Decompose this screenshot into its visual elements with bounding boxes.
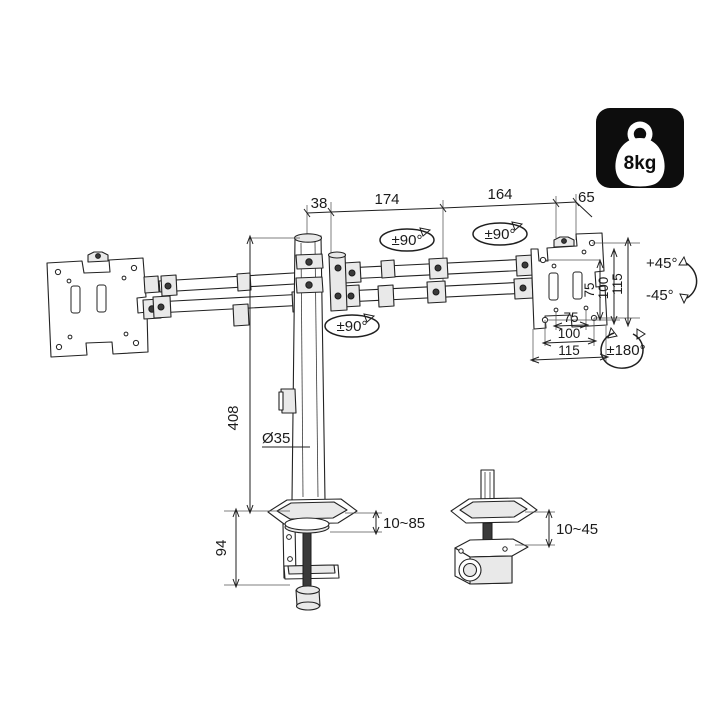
right-upper-arm xyxy=(343,254,535,284)
tilt-up-label: +45° xyxy=(646,255,677,272)
dimension-diameter-35: Ø35 xyxy=(262,430,290,447)
dimension-174: 174 xyxy=(374,191,399,208)
weight-capacity-badge: 8kg xyxy=(596,108,684,188)
swivel-indicator-top-left: ±90° xyxy=(379,227,435,252)
dimension-vesa-h-115: 115 xyxy=(558,343,580,358)
center-pole xyxy=(278,233,326,502)
dimension-vesa-v-100: 100 xyxy=(596,277,611,300)
rotation-indicator-180: ±180° xyxy=(600,326,646,369)
weight-capacity-label: 8kg xyxy=(624,153,657,174)
vesa-horizontal-dimensions: 75 100 115 xyxy=(529,310,610,364)
dimension-grommet-range: 10~45 xyxy=(556,521,598,538)
rotation-180-label: ±180° xyxy=(606,342,645,359)
dimension-94: 94 xyxy=(213,540,230,557)
arm-hub-column xyxy=(327,251,348,312)
swivel-indicator-lower: ±90° xyxy=(324,313,380,338)
dimension-vesa-v-115: 115 xyxy=(610,273,625,295)
dimension-vesa-v-75: 75 xyxy=(582,282,597,297)
dimension-vesa-h-100: 100 xyxy=(558,326,581,341)
right-lower-arm xyxy=(341,277,534,308)
tilt-indicator: +45° -45° xyxy=(646,255,698,305)
dimension-clamp-range: 10~85 xyxy=(383,515,425,532)
clamp-range-dimension: 10~85 xyxy=(330,509,425,536)
dimension-65: 65 xyxy=(578,189,595,206)
grommet-mount xyxy=(450,469,538,585)
left-upper-arm xyxy=(158,268,314,297)
swivel-lower-label: ±90° xyxy=(337,318,368,335)
tilt-down-label: -45° xyxy=(646,287,674,304)
grommet-range-dimension: 10~45 xyxy=(515,508,598,549)
dimension-38: 38 xyxy=(311,195,328,212)
right-vesa-plate xyxy=(530,232,608,330)
swivel-top-left-label: ±90° xyxy=(392,232,423,249)
left-vesa-plate xyxy=(46,251,162,358)
swivel-top-right-label: ±90° xyxy=(485,226,516,243)
vesa-vertical-dimensions: 75 100 115 xyxy=(545,236,640,328)
dimension-164: 164 xyxy=(487,186,512,203)
top-dimension-chain: 38 174 164 65 xyxy=(303,186,595,292)
desk-c-clamp xyxy=(267,498,358,611)
pole-dimension-group: 408 94 Ø35 xyxy=(213,234,310,589)
left-lower-arm xyxy=(152,290,312,327)
dimension-408: 408 xyxy=(225,405,242,430)
swivel-indicator-top-right: ±90° xyxy=(472,221,528,246)
dimension-vesa-h-75: 75 xyxy=(563,310,578,325)
